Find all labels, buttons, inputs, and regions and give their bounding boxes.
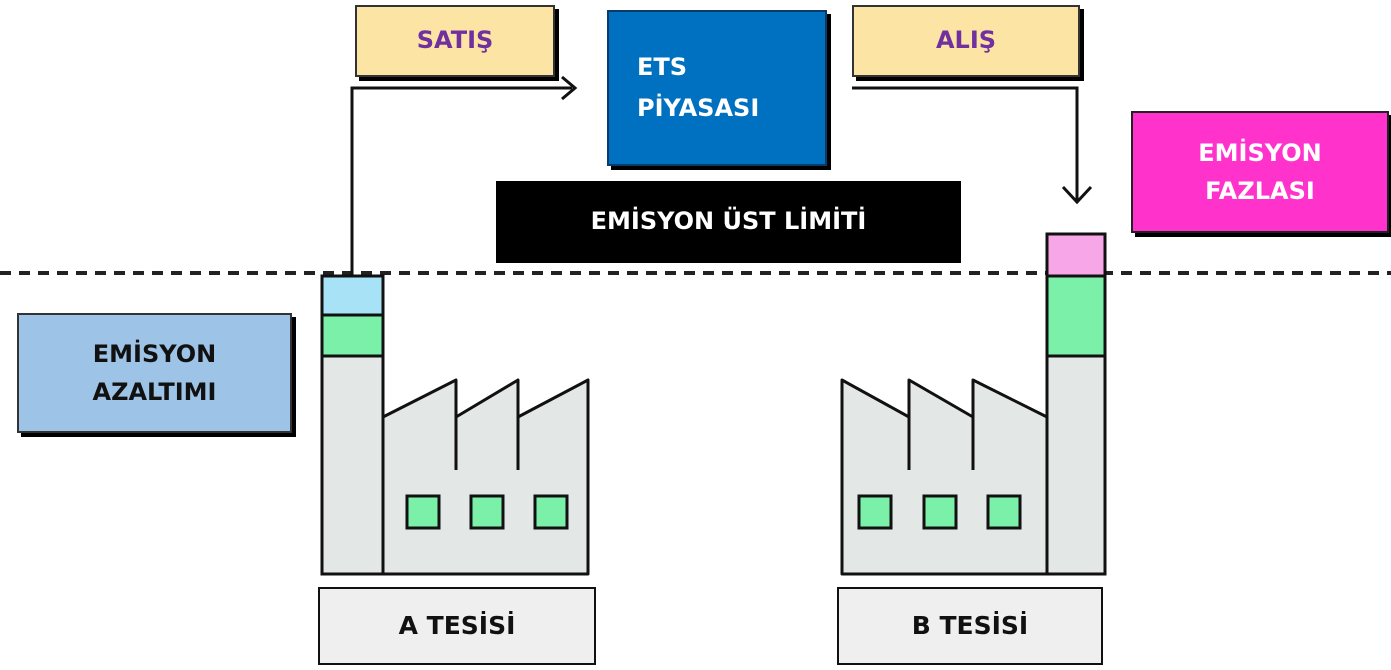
factory-a-icon [320,274,590,576]
ets-market-box: ETS PİYASASI [607,10,827,166]
purchase-label: ALIŞ [935,26,997,55]
factory-b-window [922,494,958,530]
factory-a-hall [381,378,590,576]
factory-b-window [986,494,1022,530]
factory-a-window [469,494,505,530]
emission-excess-label-line1: EMİSYON [1198,138,1322,167]
chimney-b-emission-segment [1045,274,1107,358]
facility-a-label: A TESİSİ [398,610,516,640]
ets-market-label-line1: ETS [637,53,688,82]
factory-b-hall [840,378,1049,576]
purchase-arrow [852,86,1093,205]
emission-excess-box: EMİSYON FAZLASI [1131,111,1389,233]
chimney-b-excess-segment [1045,232,1107,278]
emission-excess-label-line2: FAZLASI [1205,177,1315,205]
factory-b-window [857,494,893,530]
factory-a-window [405,494,441,530]
emission-reduction-label-line1: EMİSYON [92,339,217,368]
facility-a-box: A TESİSİ [318,587,596,665]
sale-label-box: SATIŞ [355,5,555,77]
factory-a-window [533,494,569,530]
emission-cap-box: EMİSYON ÜST LİMİTİ [496,181,961,263]
ets-market-label-line2: PİYASASI [637,94,760,122]
chimney-a-reduction-segment [320,274,385,317]
purchase-label-box: ALIŞ [852,5,1080,77]
emission-reduction-label-line2: AZALTIMI [92,378,217,406]
chimney-a-emission-segment [320,313,385,358]
emission-cap-label: EMİSYON ÜST LİMİTİ [590,207,867,236]
factory-b-icon [840,232,1107,576]
sale-label: SATIŞ [416,26,494,55]
emission-reduction-box: EMİSYON AZALTIMI [17,313,292,433]
facility-b-label: B TESİSİ [911,610,1029,640]
sale-arrow [350,75,578,276]
facility-b-box: B TESİSİ [837,587,1103,665]
